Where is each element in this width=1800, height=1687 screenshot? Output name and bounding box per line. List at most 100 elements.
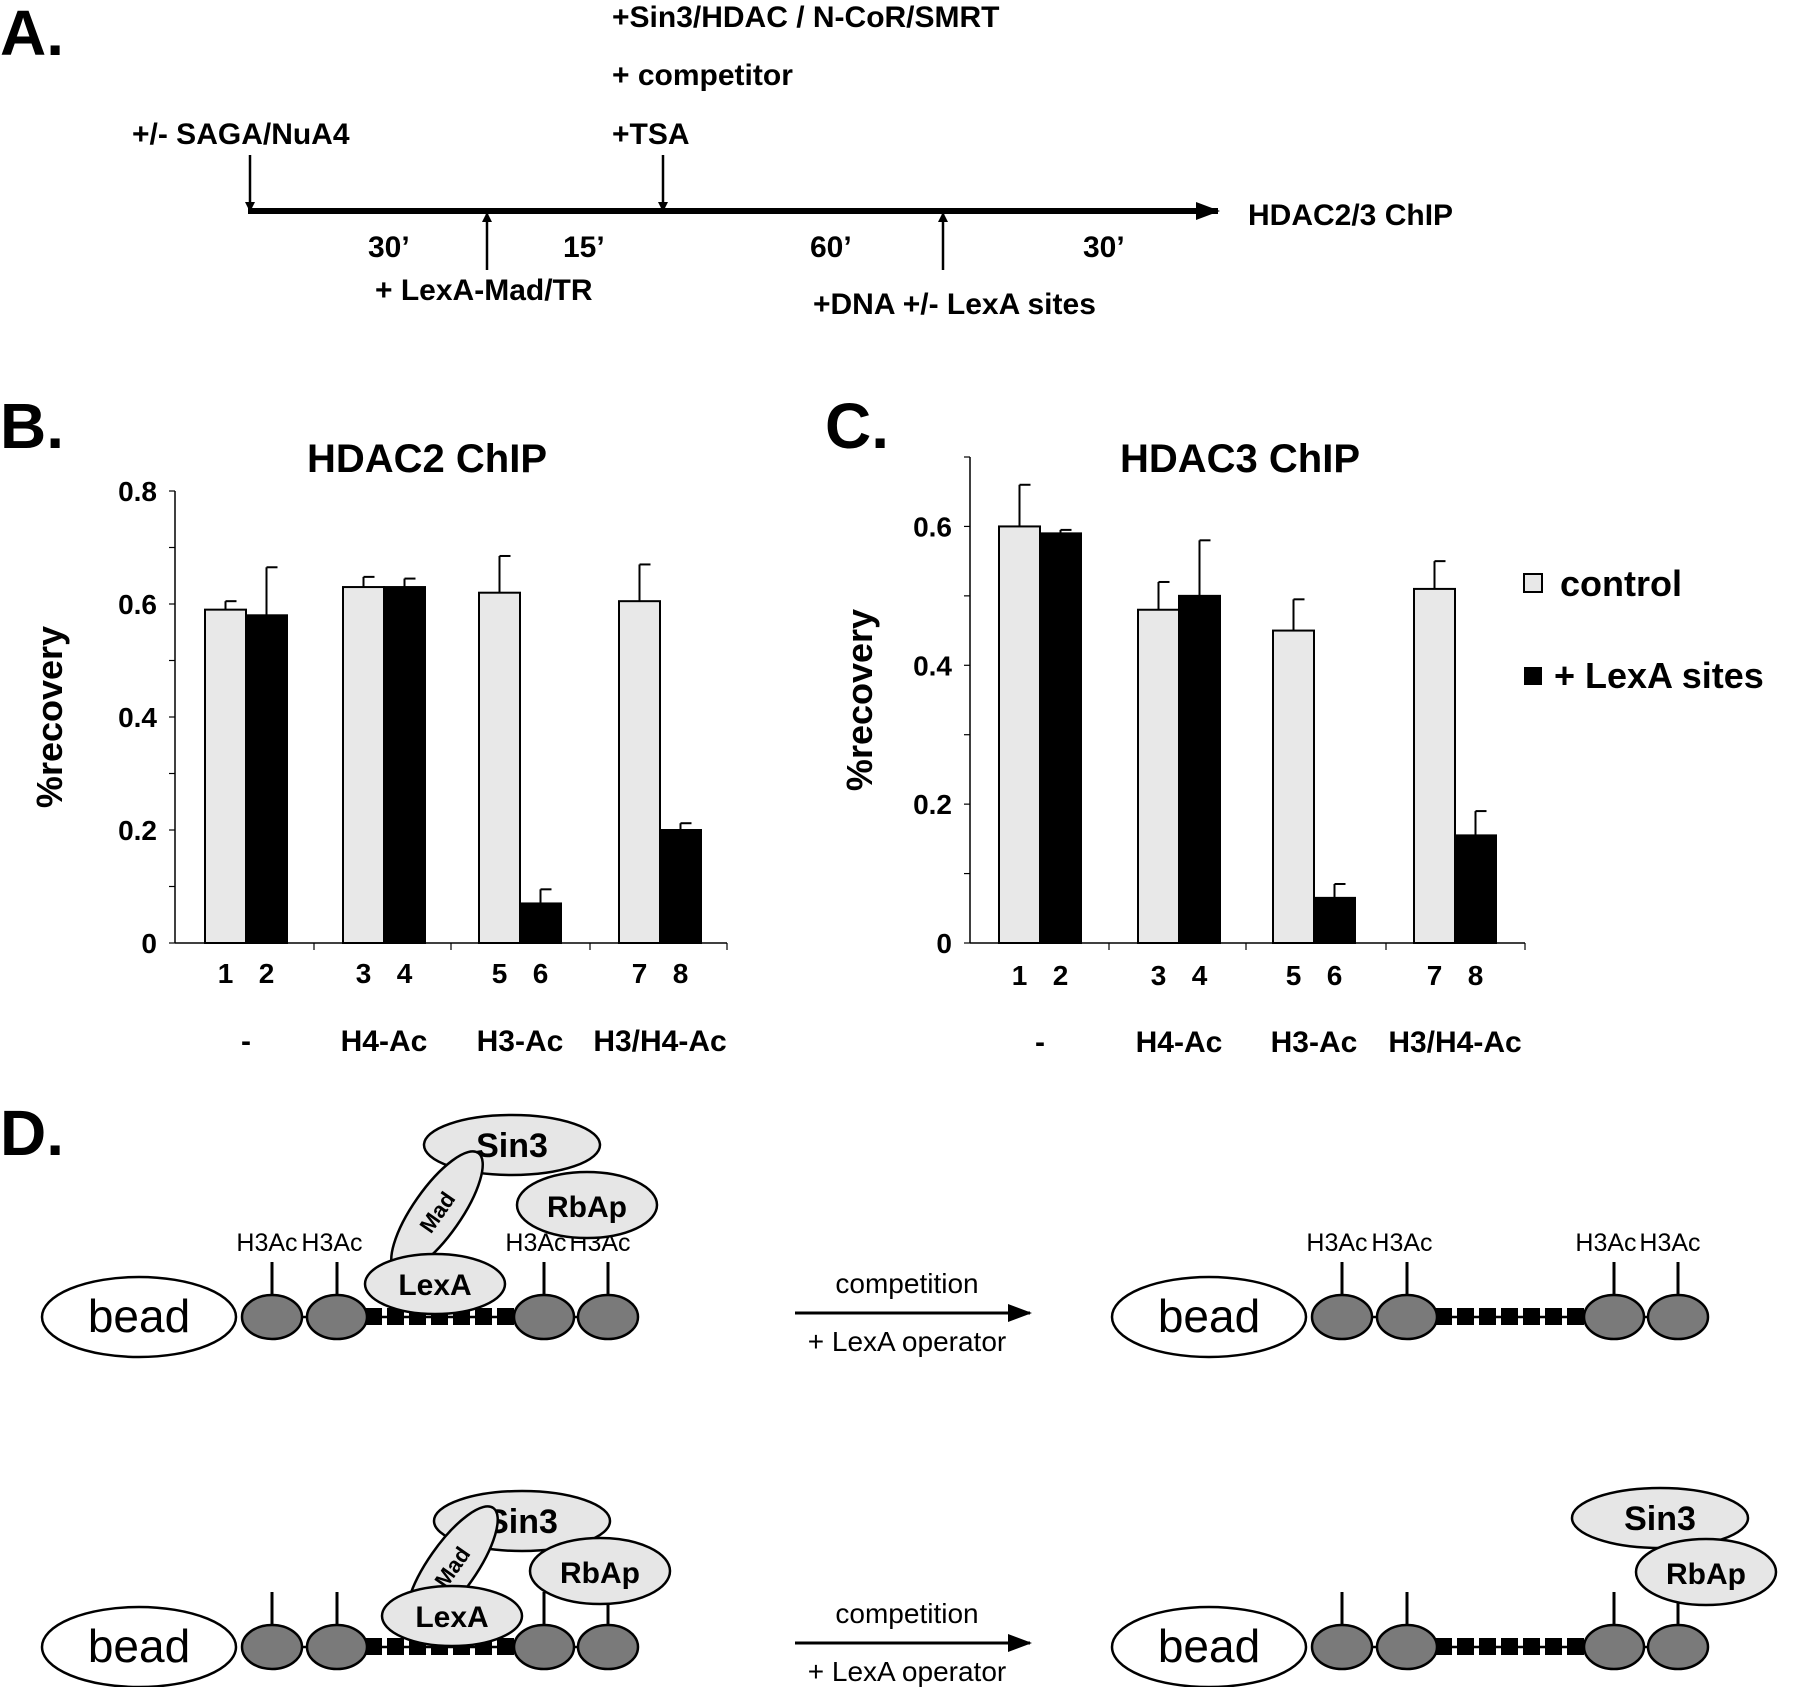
step3-label-3: +TSA bbox=[612, 118, 690, 151]
rbap-label: RbAp bbox=[560, 1557, 640, 1590]
rbap-label: RbAp bbox=[547, 1191, 627, 1224]
nucleosome bbox=[576, 1623, 640, 1671]
bar-control-4 bbox=[618, 600, 661, 944]
nucleosome bbox=[1582, 1293, 1646, 1341]
panel-c-letter: C. bbox=[825, 390, 889, 462]
bead-label: bead bbox=[1158, 1620, 1260, 1672]
lexa-operator-site bbox=[497, 1308, 514, 1325]
lexa-operator-site bbox=[1457, 1308, 1474, 1325]
step3-label-1: +Sin3/HDAC / N-CoR/SMRT bbox=[612, 1, 1000, 34]
y-tick-label: 0 bbox=[141, 928, 157, 959]
bar-lexa-4 bbox=[1454, 834, 1497, 945]
lane-label: 6 bbox=[533, 958, 549, 989]
lane-label: 4 bbox=[1192, 960, 1208, 991]
nucleosome bbox=[240, 1293, 304, 1341]
lane-label: 1 bbox=[218, 958, 234, 989]
y-tick-label: 0.2 bbox=[118, 815, 157, 846]
lexa-operator-site bbox=[1501, 1308, 1518, 1325]
nucleosome bbox=[240, 1623, 304, 1671]
y-tick-label: 0 bbox=[936, 928, 952, 959]
group-label: H4-Ac bbox=[1136, 1026, 1223, 1059]
bead-label: bead bbox=[88, 1290, 190, 1342]
time-label-4: 30’ bbox=[1083, 231, 1125, 264]
nucleosome bbox=[1646, 1623, 1710, 1671]
lane-label: 1 bbox=[1012, 960, 1028, 991]
bead bbox=[40, 1275, 238, 1359]
group-label: - bbox=[1035, 1026, 1045, 1059]
rbap-subunit bbox=[515, 1170, 659, 1240]
legend-swatch-control bbox=[1523, 573, 1543, 593]
bar-lexa-3 bbox=[1313, 896, 1356, 944]
lane-label: 4 bbox=[397, 958, 413, 989]
y-tick-label: 0.8 bbox=[118, 476, 157, 507]
y-axis-label: %recovery bbox=[839, 609, 880, 791]
time-label-3: 60’ bbox=[810, 231, 852, 264]
y-tick-label: 0.4 bbox=[913, 650, 952, 681]
nucleosome bbox=[512, 1293, 576, 1341]
lane-label: 7 bbox=[632, 958, 648, 989]
nucleosome bbox=[1375, 1293, 1439, 1341]
group-label: H3/H4-Ac bbox=[1388, 1026, 1521, 1059]
lane-label: 3 bbox=[356, 958, 372, 989]
lexa-operator-site bbox=[1479, 1308, 1496, 1325]
lexa-subunit bbox=[380, 1584, 524, 1648]
legend-label-control: control bbox=[1560, 563, 1682, 604]
y-tick-label: 0.2 bbox=[913, 789, 952, 820]
timeline-endpoint-label: HDAC2/3 ChIP bbox=[1248, 199, 1453, 232]
lane-label: 5 bbox=[1286, 960, 1302, 991]
bead-label: bead bbox=[1158, 1290, 1260, 1342]
h3ac-mark-label: H3Ac bbox=[1306, 1229, 1367, 1257]
chart-title: HDAC2 ChIP bbox=[307, 437, 547, 481]
panel-a-letter: A. bbox=[0, 0, 64, 69]
group-label: - bbox=[241, 1025, 251, 1058]
lexa-operator-site bbox=[1457, 1638, 1474, 1655]
bar-control-2 bbox=[1137, 608, 1180, 944]
arrow-label-operator: + LexA operator bbox=[808, 1656, 1006, 1687]
lexa-operator-site bbox=[1545, 1308, 1562, 1325]
bar-lexa-1 bbox=[1039, 532, 1082, 944]
lexa-operator-site bbox=[497, 1638, 514, 1655]
time-label-1: 30’ bbox=[368, 231, 410, 264]
lane-label: 2 bbox=[1053, 960, 1069, 991]
bar-control-3 bbox=[1272, 629, 1315, 944]
rbap-subunit bbox=[1634, 1537, 1778, 1607]
lexa-operator-site bbox=[1523, 1638, 1540, 1655]
lexa-operator-site bbox=[1501, 1638, 1518, 1655]
nucleosome bbox=[305, 1293, 369, 1341]
bead bbox=[1110, 1275, 1308, 1359]
arrow-label-operator: + LexA operator bbox=[808, 1326, 1006, 1357]
lexa-operator-site bbox=[475, 1308, 492, 1325]
bar-lexa-4 bbox=[659, 829, 702, 944]
group-label: H3/H4-Ac bbox=[593, 1025, 726, 1058]
arrow-label-competition: competition bbox=[835, 1598, 978, 1629]
y-tick-label: 0.4 bbox=[118, 702, 157, 733]
lane-label: 8 bbox=[673, 958, 689, 989]
h3ac-mark-label: H3Ac bbox=[1575, 1229, 1636, 1257]
rbap-subunit bbox=[528, 1536, 672, 1606]
lexa-operator-site bbox=[365, 1308, 382, 1325]
lexa-operator-site bbox=[1435, 1308, 1452, 1325]
y-tick-label: 0.6 bbox=[913, 511, 952, 542]
rbap-label: RbAp bbox=[1666, 1558, 1746, 1591]
nucleosome bbox=[576, 1293, 640, 1341]
lexa-operator-site bbox=[387, 1308, 404, 1325]
bead-label: bead bbox=[88, 1620, 190, 1672]
panel-b-letter: B. bbox=[0, 390, 64, 462]
group-label: H3-Ac bbox=[477, 1025, 564, 1058]
lane-label: 5 bbox=[492, 958, 508, 989]
lane-label: 8 bbox=[1468, 960, 1484, 991]
lexa-operator-site bbox=[387, 1638, 404, 1655]
bar-control-3 bbox=[478, 591, 521, 944]
lexa-operator-site bbox=[1523, 1308, 1540, 1325]
sin3-label: Sin3 bbox=[476, 1127, 548, 1165]
sin3-label: Sin3 bbox=[1624, 1500, 1696, 1538]
lane-label: 7 bbox=[1427, 960, 1443, 991]
h3ac-mark-label: H3Ac bbox=[301, 1229, 362, 1257]
nucleosome bbox=[1582, 1623, 1646, 1671]
step3-label-2: + competitor bbox=[612, 59, 793, 92]
bar-control-4 bbox=[1413, 587, 1456, 945]
lexa-operator-site bbox=[1479, 1638, 1496, 1655]
